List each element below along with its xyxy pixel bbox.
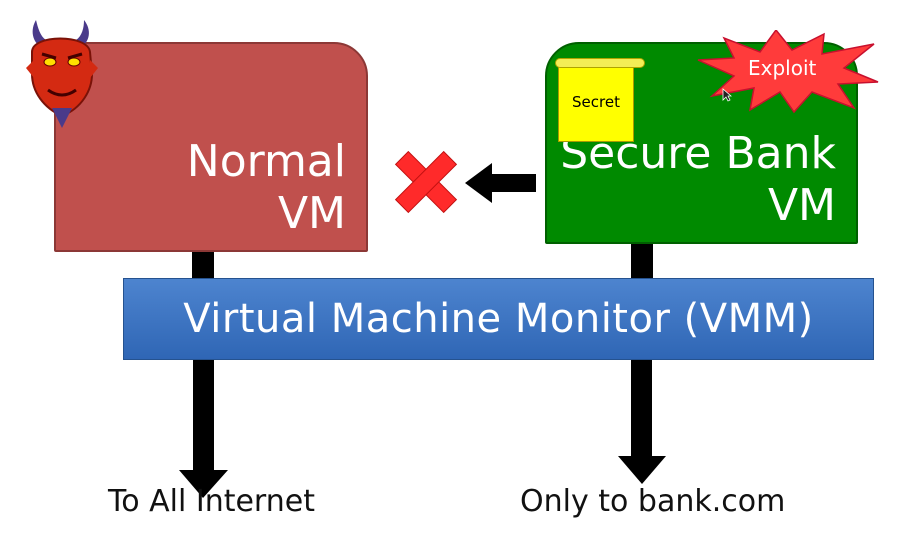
normal-vm-box: Normal VM <box>54 42 368 252</box>
vmm-label: Virtual Machine Monitor (VMM) <box>183 296 814 342</box>
secure-bank-vm-label: Secure Bank VM <box>560 128 836 231</box>
bank-arrow <box>618 358 666 484</box>
leak-arrow <box>465 163 536 203</box>
bank-destination-label: Only to bank.com <box>520 484 786 519</box>
normal-vm-connector <box>192 250 214 280</box>
secret-note: Secret <box>558 62 634 142</box>
normal-vm-label: Normal VM <box>186 136 346 239</box>
internet-destination-label: To All Internet <box>108 484 315 519</box>
secret-label: Secret <box>572 93 620 111</box>
cursor-icon <box>722 88 732 102</box>
vmm-bar: Virtual Machine Monitor (VMM) <box>123 278 874 360</box>
blocked-x-icon <box>394 150 458 214</box>
bank-vm-connector <box>631 242 653 280</box>
devil-icon <box>26 20 98 128</box>
secret-scroll-roll <box>555 58 645 68</box>
internet-arrow <box>179 358 228 498</box>
exploit-label: Exploit <box>748 56 817 80</box>
exploit-burst-icon <box>697 30 879 114</box>
